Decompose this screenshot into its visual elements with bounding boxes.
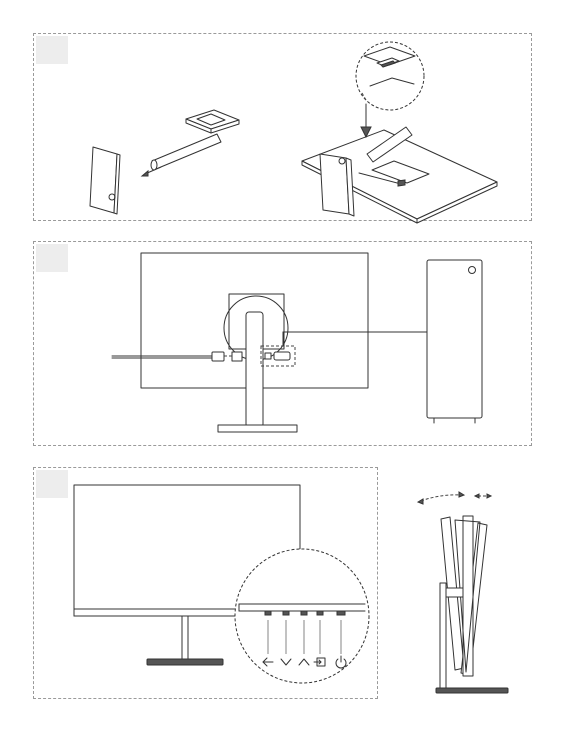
side-stand-hinge — [446, 588, 463, 597]
side-stand-neck — [440, 583, 446, 688]
tilt-range-arrows — [418, 492, 491, 504]
side-stand-base — [436, 688, 508, 693]
